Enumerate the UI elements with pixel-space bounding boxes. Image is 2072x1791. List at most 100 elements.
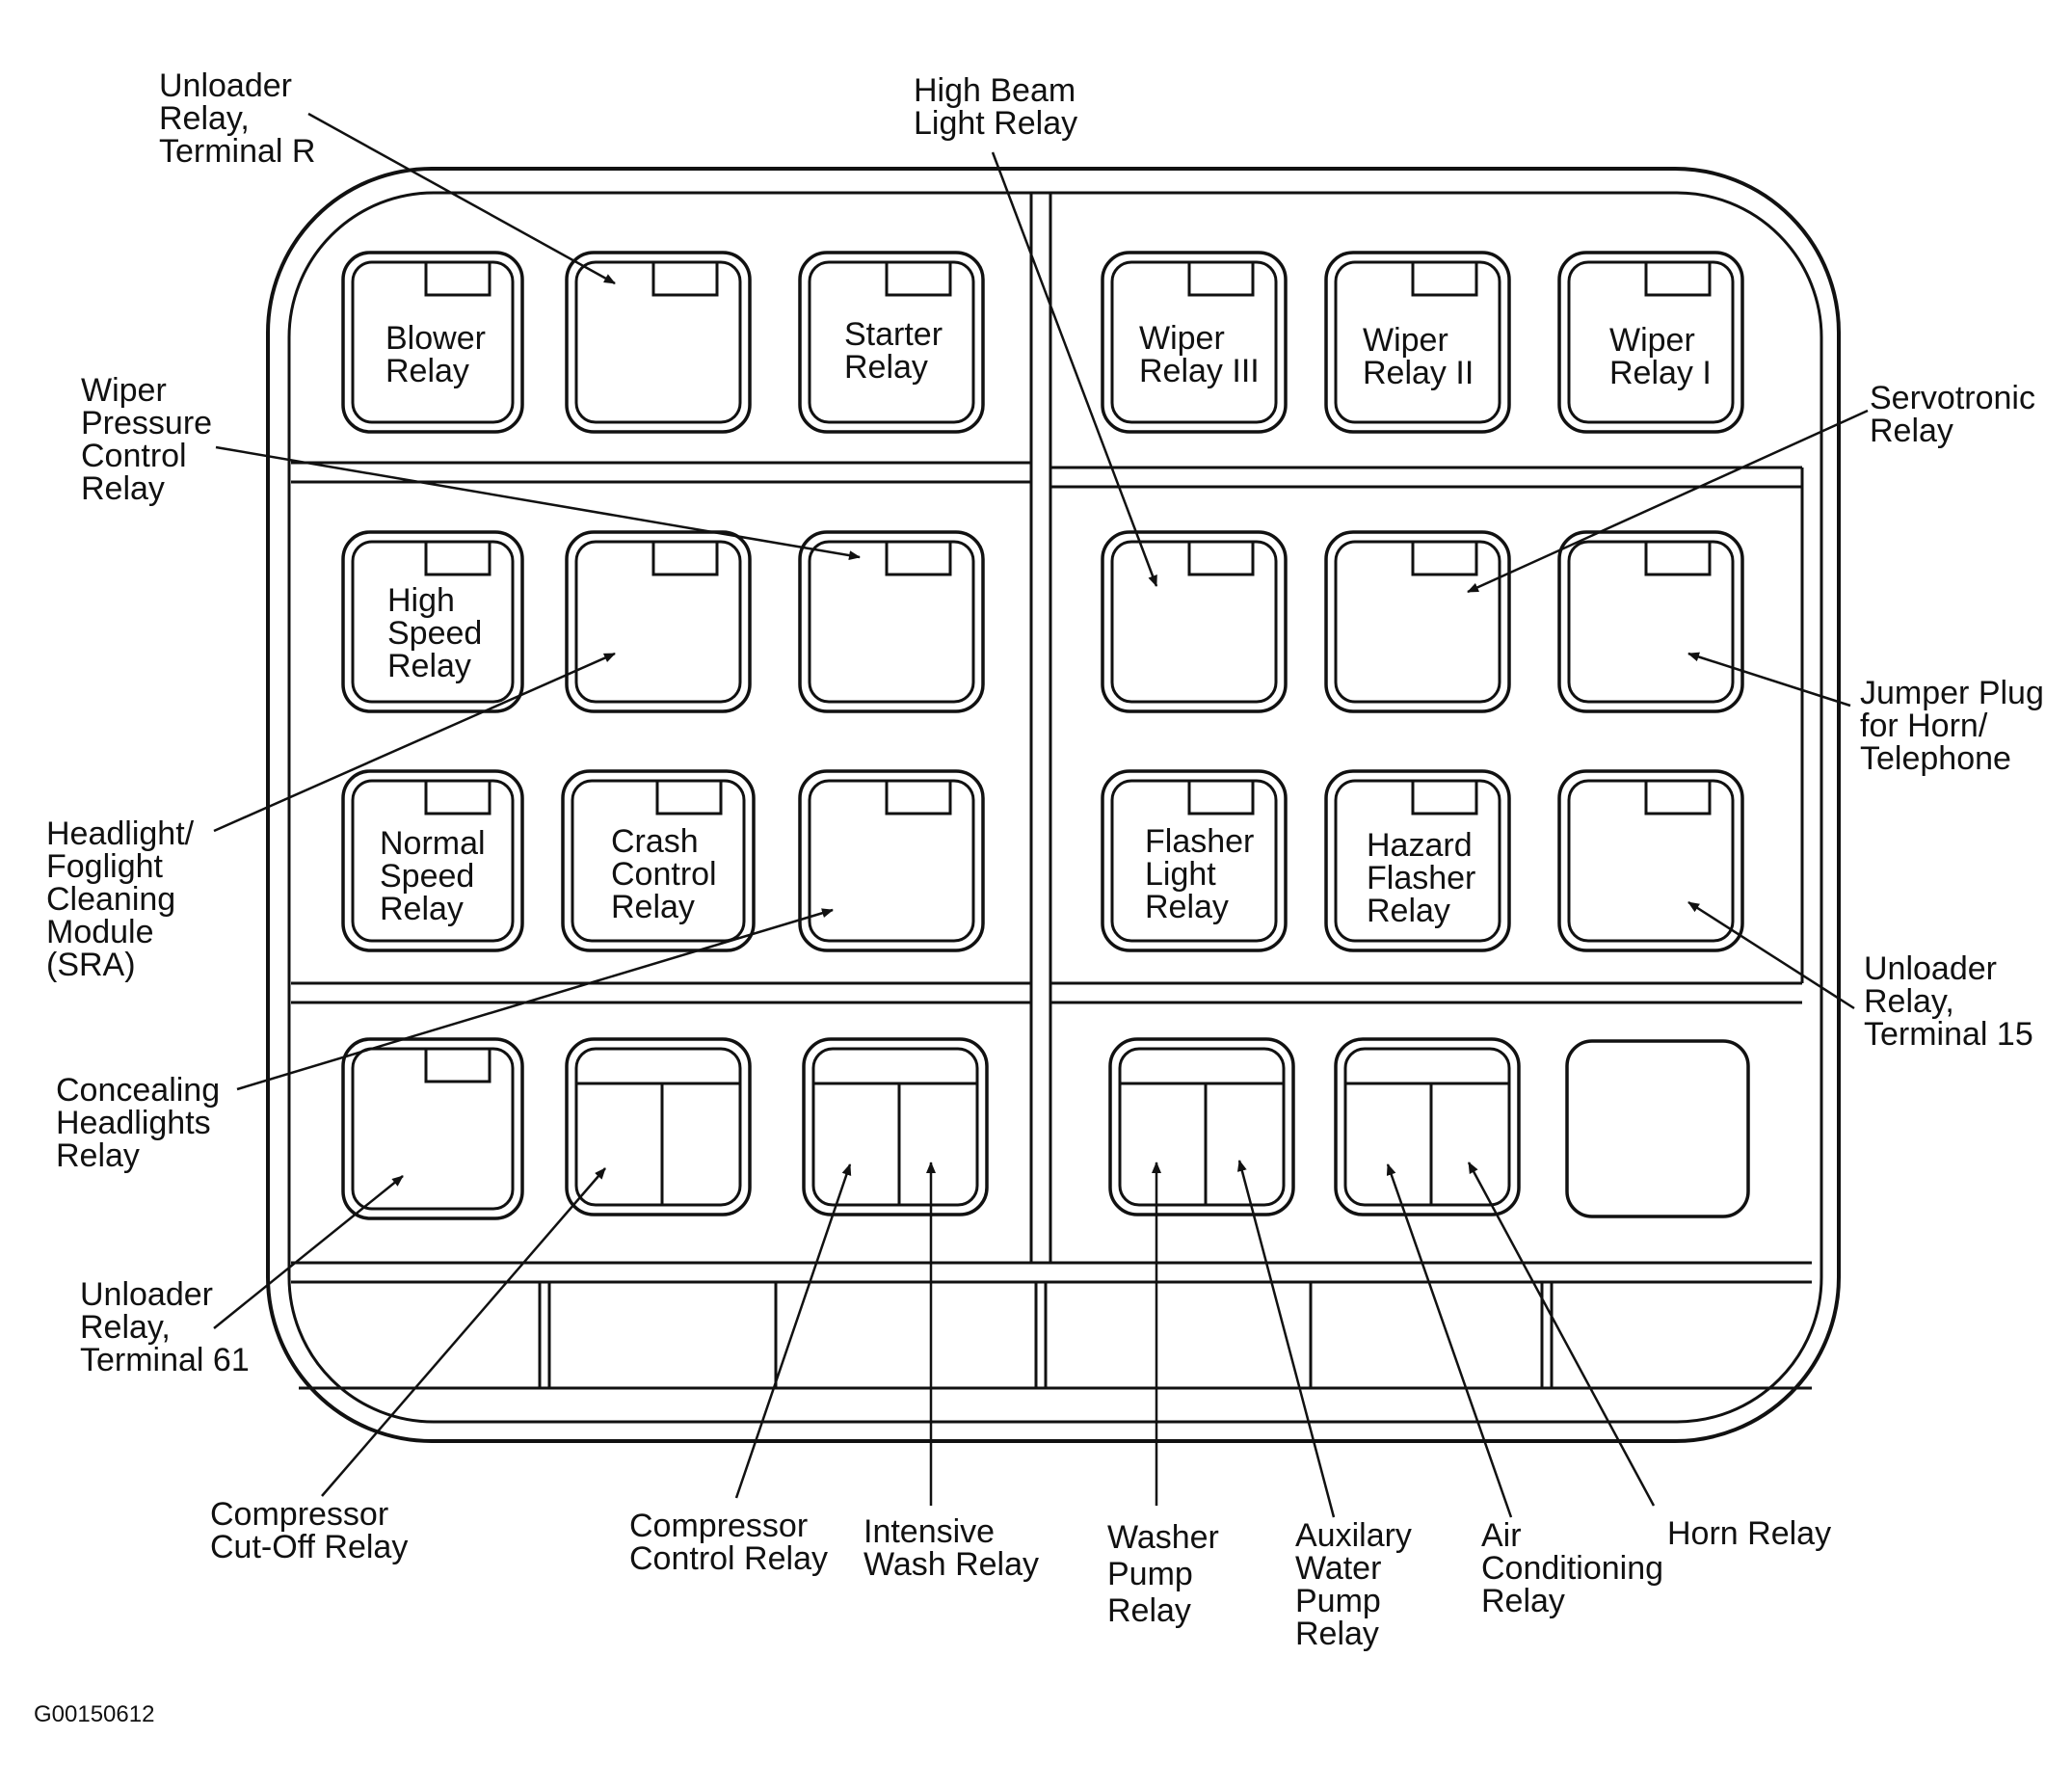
wiper-pressure-control-socket xyxy=(798,530,985,713)
relay-key-tab xyxy=(655,779,723,815)
crash-control-relay-socket xyxy=(561,769,756,952)
jumper-plug-socket xyxy=(1557,530,1744,713)
relay-key-tab xyxy=(1411,260,1478,297)
relay-key-tab xyxy=(1187,779,1255,815)
leader-compressor-cutoff xyxy=(321,1167,606,1497)
servotronic-relay-socket xyxy=(1324,530,1511,713)
socket-outline xyxy=(1324,769,1511,952)
socket-outline xyxy=(1557,769,1744,952)
socket-outline xyxy=(341,769,524,952)
leader-air-conditioning xyxy=(1386,1163,1513,1518)
horn-relay-callout: Horn Relay xyxy=(1667,1515,1831,1552)
figure-id: G00150612 xyxy=(34,1701,154,1727)
socket-inner-outline xyxy=(574,1047,742,1207)
socket-inner-outline xyxy=(1343,1047,1511,1207)
relay-key-tab xyxy=(424,540,491,576)
socket-outline xyxy=(1557,530,1744,713)
intensive-wash-socket xyxy=(802,1037,989,1216)
relay-key-tab xyxy=(885,540,952,576)
leader-headlight-foglight xyxy=(213,652,616,833)
leader-unloader-61 xyxy=(213,1175,404,1329)
socket-outline xyxy=(1565,1039,1750,1218)
unloader-relay-r-socket xyxy=(565,251,752,434)
leader-concealing xyxy=(236,908,834,1091)
socket-outline xyxy=(565,530,752,713)
relay-key-tab xyxy=(1644,540,1712,576)
leader-lines xyxy=(213,112,1869,1518)
relay-sockets xyxy=(341,251,1750,1220)
hazard-flasher-relay-socket xyxy=(1324,769,1511,952)
leader-servotronic xyxy=(1467,409,1869,594)
relay-key-tab xyxy=(424,779,491,815)
socket-outline xyxy=(341,251,524,434)
socket-inner-outline xyxy=(811,1047,979,1207)
relay-key-tab xyxy=(424,1047,491,1083)
washer-pump-socket xyxy=(1108,1037,1295,1216)
leader-jumper-plug xyxy=(1687,652,1851,708)
relay-key-tab xyxy=(885,260,952,297)
relay-key-tab xyxy=(1187,540,1255,576)
socket-outline xyxy=(1101,530,1288,713)
leader-wiper-pressure xyxy=(215,445,861,561)
relay-key-tab xyxy=(651,260,719,297)
leader-unloader-r xyxy=(307,112,616,285)
spare-socket xyxy=(1565,1039,1750,1218)
flasher-light-relay-socket xyxy=(1101,769,1288,952)
compressor-cutoff-socket xyxy=(565,1037,752,1216)
socket-outline xyxy=(1101,769,1288,952)
wiper-relay-ii-socket xyxy=(1324,251,1511,434)
unloader-relay-61-socket xyxy=(341,1037,524,1220)
normal-speed-relay-socket xyxy=(341,769,524,952)
socket-outline xyxy=(1108,1037,1295,1216)
socket-outline xyxy=(798,251,985,434)
socket-outline xyxy=(798,769,985,952)
socket-inner-outline xyxy=(1118,1047,1286,1207)
leader-compressor-control xyxy=(734,1163,852,1499)
high-beam-light-relay-socket xyxy=(1101,530,1288,713)
leader-high-beam xyxy=(991,151,1158,587)
socket-outline xyxy=(1324,530,1511,713)
socket-outline xyxy=(561,769,756,952)
headlight-foglight-module-socket xyxy=(565,530,752,713)
compartment-walls xyxy=(291,193,1812,1390)
socket-outline xyxy=(802,1037,989,1216)
leader-unloader-15 xyxy=(1687,900,1855,1010)
relay-key-tab xyxy=(651,540,719,576)
relay-key-tab xyxy=(1411,540,1478,576)
wiper-relay-i-socket xyxy=(1557,251,1744,434)
socket-outline xyxy=(1334,1037,1521,1216)
blower-relay-socket xyxy=(341,251,524,434)
socket-outline xyxy=(565,251,752,434)
unloader-relay-15-socket xyxy=(1557,769,1744,952)
relay-key-tab xyxy=(1644,779,1712,815)
leader-horn xyxy=(1467,1162,1656,1507)
socket-outline xyxy=(1324,251,1511,434)
relay-key-tab xyxy=(424,260,491,297)
leader-auxilary-water-pump xyxy=(1236,1160,1336,1518)
high-speed-relay-socket xyxy=(341,530,524,713)
socket-outline xyxy=(1101,251,1288,434)
